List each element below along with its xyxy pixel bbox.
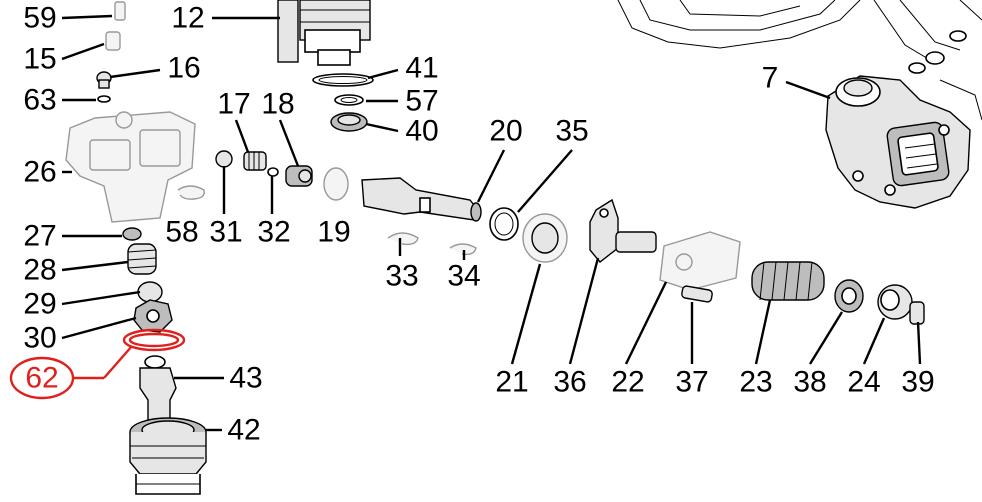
part-26 [65,111,196,223]
part-41 [312,73,374,87]
label-62: 62 [25,362,58,395]
part-15 [105,31,121,51]
callout-62-ring [9,356,75,400]
label-19: 19 [317,216,350,249]
label-39: 39 [901,366,934,399]
label-28: 28 [23,254,56,287]
label-41: 41 [405,52,438,85]
part-35 [489,207,519,241]
part-labels: 59 15 16 63 12 41 57 40 7 17 18 20 35 26… [9,2,935,447]
housing-partial [617,0,982,121]
label-57: 57 [405,85,438,118]
label-36: 36 [553,366,586,399]
label-22: 22 [611,366,644,399]
part-57 [334,94,364,106]
part-17 [243,151,267,171]
label-20: 20 [489,115,522,148]
label-59: 59 [23,2,56,35]
part-24 [877,284,913,320]
label-58: 58 [165,216,198,249]
part-7 [825,75,971,209]
label-31: 31 [209,216,242,249]
part-58 [177,185,205,200]
label-42: 42 [227,414,260,447]
part-62 [122,328,186,352]
part-23 [751,261,825,301]
part-19 [323,167,349,201]
label-63: 63 [23,84,56,117]
part-43 [139,355,177,423]
label-35: 35 [555,115,588,148]
part-21 [522,213,568,263]
label-38: 38 [793,366,826,399]
label-29: 29 [23,288,56,321]
part-20 [361,177,482,222]
part-40 [330,112,368,132]
label-26: 26 [23,156,56,189]
part-34 [449,243,477,256]
leader-lines [61,14,922,432]
label-16: 16 [167,52,200,85]
label-12: 12 [171,2,204,35]
part-22 [659,231,741,291]
label-21: 21 [495,366,528,399]
part-38 [834,279,864,313]
part-16 [96,71,112,89]
part-28 [127,243,157,275]
part-31 [215,150,233,168]
label-30: 30 [23,322,56,355]
label-37: 37 [675,366,708,399]
part-42 [129,417,207,495]
label-27: 27 [23,220,56,253]
label-43: 43 [229,362,262,395]
part-59 [114,1,126,21]
part-12 [277,0,371,66]
label-34: 34 [447,260,480,293]
label-24: 24 [847,366,880,399]
label-18: 18 [261,88,294,121]
label-7: 7 [762,62,779,95]
part-18 [285,165,313,187]
part-29 [137,281,163,303]
part-63 [97,95,111,103]
part-36 [589,198,657,263]
label-23: 23 [739,366,772,399]
label-32: 32 [257,216,290,249]
part-27 [122,227,142,241]
part-30 [133,299,173,333]
label-33: 33 [385,260,418,293]
label-17: 17 [217,88,250,121]
label-40: 40 [405,115,438,148]
part-33 [387,232,419,246]
label-15: 15 [23,43,56,76]
part-37 [681,285,713,303]
part-39 [909,301,925,325]
part-32 [267,167,279,177]
